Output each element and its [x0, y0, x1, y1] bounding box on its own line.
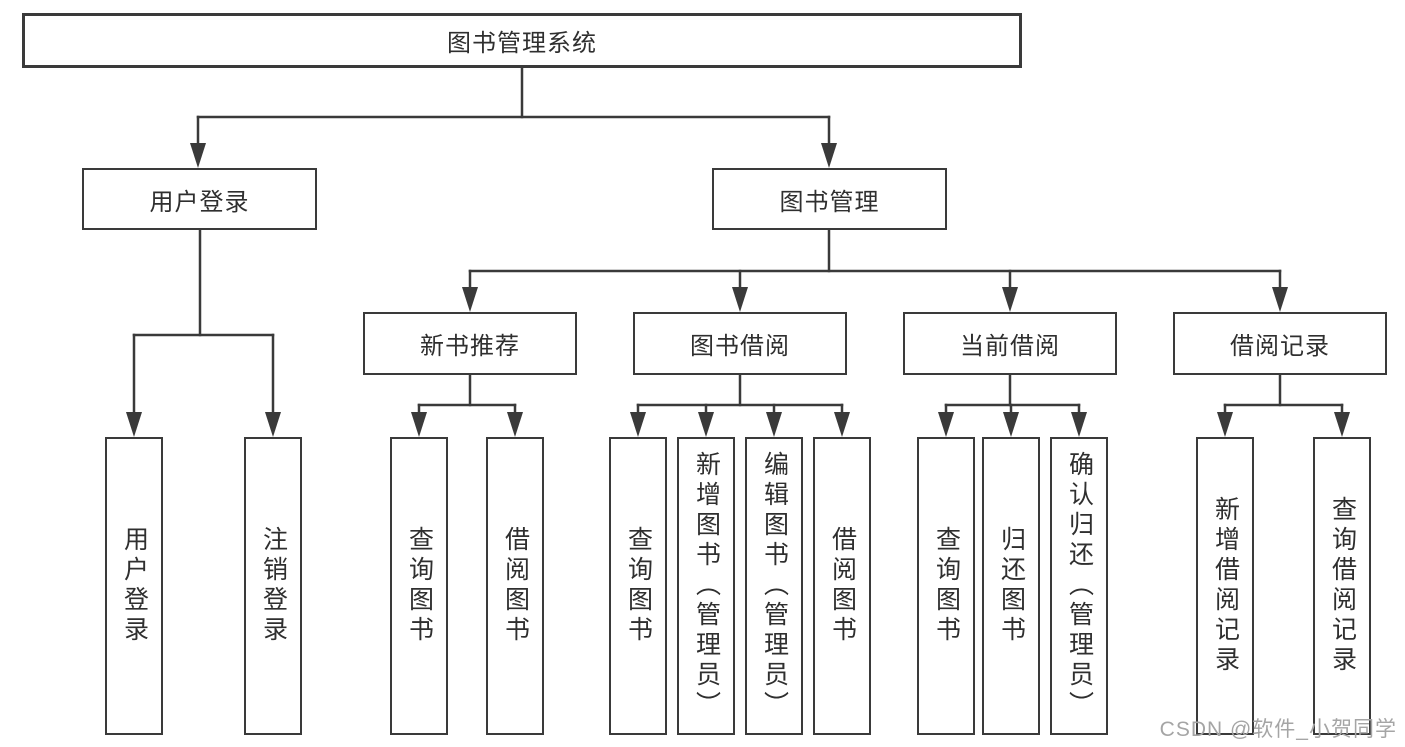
node-library-management-system: 图书管理系统	[22, 13, 1022, 68]
leaf-edit-book-admin: 编辑图书（管理员）	[745, 437, 803, 735]
node-new-book-recommend-label: 新书推荐	[420, 333, 520, 360]
leaf-confirm-return-admin: 确认归还（管理员）	[1050, 437, 1108, 735]
leaf-query-books-borrowing: 查询图书	[609, 437, 667, 735]
leaf-query-books-current: 查询图书	[917, 437, 975, 735]
leaf-add-borrow-record-label: 新增借阅记录	[1211, 496, 1240, 676]
leaf-edit-book-admin-label: 编辑图书（管理员）	[760, 451, 789, 721]
node-book-borrowing-label: 图书借阅	[690, 333, 790, 360]
leaf-query-borrow-record: 查询借阅记录	[1313, 437, 1371, 735]
leaf-borrow-books-borrowing: 借阅图书	[813, 437, 871, 735]
node-user-login-label: 用户登录	[149, 188, 250, 216]
leaf-query-books-recommend: 查询图书	[390, 437, 448, 735]
leaf-query-books-borrowing-label: 查询图书	[624, 526, 653, 646]
leaf-logout-label: 注销登录	[259, 526, 288, 646]
csdn-watermark: CSDN @软件_小贺同学	[1159, 718, 1397, 741]
leaf-logout: 注销登录	[244, 437, 302, 735]
node-book-management: 图书管理	[712, 168, 947, 230]
leaf-add-book-admin-label: 新增图书（管理员）	[692, 451, 721, 721]
leaf-borrow-books-borrowing-label: 借阅图书	[828, 526, 857, 646]
node-borrowing-records-label: 借阅记录	[1230, 333, 1330, 360]
node-book-management-label: 图书管理	[779, 188, 880, 216]
leaf-user-login-label: 用户登录	[120, 526, 149, 646]
node-user-login: 用户登录	[82, 168, 317, 230]
node-new-book-recommend: 新书推荐	[363, 312, 577, 375]
leaf-confirm-return-admin-label: 确认归还（管理员）	[1065, 451, 1094, 721]
leaf-borrow-books-recommend-label: 借阅图书	[501, 526, 530, 646]
leaf-user-login: 用户登录	[105, 437, 163, 735]
node-current-borrowing-label: 当前借阅	[960, 333, 1060, 360]
leaf-query-books-current-label: 查询图书	[932, 526, 961, 646]
leaf-add-borrow-record: 新增借阅记录	[1196, 437, 1254, 735]
leaf-borrow-books-recommend: 借阅图书	[486, 437, 544, 735]
node-library-management-system-label: 图书管理系统	[447, 30, 597, 57]
leaf-query-books-recommend-label: 查询图书	[405, 526, 434, 646]
leaf-return-book: 归还图书	[982, 437, 1040, 735]
node-book-borrowing: 图书借阅	[633, 312, 847, 375]
leaf-add-book-admin: 新增图书（管理员）	[677, 437, 735, 735]
node-borrowing-records: 借阅记录	[1173, 312, 1387, 375]
leaf-return-book-label: 归还图书	[997, 526, 1026, 646]
leaf-query-borrow-record-label: 查询借阅记录	[1328, 496, 1357, 676]
node-current-borrowing: 当前借阅	[903, 312, 1117, 375]
